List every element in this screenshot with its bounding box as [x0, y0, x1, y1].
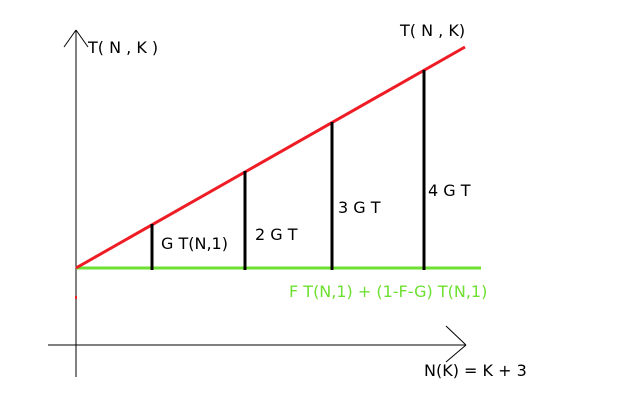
rising-red-line [75, 45, 466, 270]
line-label: T( N , K) [399, 21, 465, 40]
segment-label-1: G T(N,1) [161, 234, 228, 253]
y-axis-arrow-right [75, 29, 89, 48]
segment-label-4: 4 G T [428, 181, 471, 200]
baseline-label: F T(N,1) + (1-F-G) T(N,1) [289, 282, 487, 301]
x-axis-arrow-top [445, 325, 467, 346]
x-axis-label: N(K) = K + 3 [424, 361, 527, 380]
y-axis-red-dot [75, 296, 77, 299]
segment-label-3: 3 G T [338, 198, 381, 217]
y-axis-arrow-left [63, 29, 77, 48]
segment-label-2: 2 G T [255, 225, 298, 244]
y-axis-label: T( N , K ) [87, 38, 158, 57]
x-axis-arrow-bottom [445, 344, 467, 363]
